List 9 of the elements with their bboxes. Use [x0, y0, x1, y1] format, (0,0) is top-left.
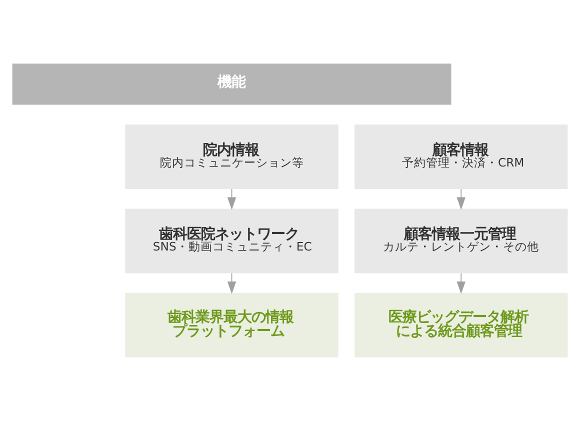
node-box: 機能 — [12, 64, 452, 105]
node-box: 顧客情報一元管理 カルテ・レントゲン・その他 — [354, 208, 568, 274]
arrow — [456, 272, 466, 294]
node-box: 歯科医院ネットワーク SNS・動画コミュニティ・EC — [125, 208, 338, 274]
node-box: 顧客情報 予約管理・決済・CRM — [354, 124, 568, 189]
node-box: 歯科業界最大の情報プラットフォーム — [125, 292, 338, 358]
arrow — [456, 188, 466, 210]
node-box: 医療ビッグデータ解析による統合顧客管理 — [354, 292, 568, 358]
node-box: 院内情報 院内コミュニケーション等 — [125, 124, 338, 189]
